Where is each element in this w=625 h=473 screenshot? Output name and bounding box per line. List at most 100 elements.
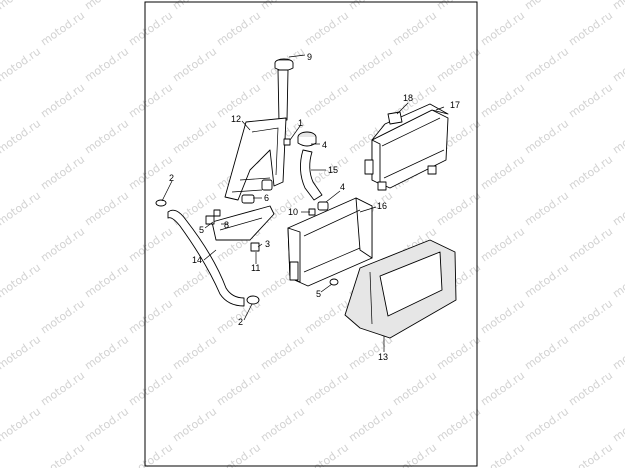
part-13-shroud [344,239,457,339]
callout-5-lower: 5 [316,289,321,299]
watermark-text: motod.ru [214,441,263,468]
watermark-text: motod.ru [214,9,263,49]
callout-18: 18 [403,93,413,103]
callout-4-lower: 4 [340,182,345,192]
watermark-text: motod.ru [610,45,625,85]
watermark-text: motod.ru [566,81,615,121]
watermark-text: motod.ru [478,153,527,193]
watermark-text: motod.ru [346,405,395,445]
watermark-text: motod.ru [610,405,625,445]
watermark-text: motod.ru [126,369,175,409]
callout-11: 11 [251,263,260,273]
watermark-text: motod.ru [82,45,131,85]
watermark-text: motod.ru [434,189,483,229]
watermark-text: motod.ru [302,81,351,121]
watermark-text: motod.ru [390,441,439,468]
watermark-text: motod.ru [566,297,615,337]
watermark-text: motod.ru [346,45,395,85]
part-11-fitting [250,242,260,252]
watermark-text: motod.ru [566,441,615,468]
leader-lines [161,54,445,352]
callout-9: 9 [307,52,312,62]
watermark-text: motod.ru [170,45,219,85]
watermark-text: motod.ru [0,0,43,12]
part-17-upper-radiator [364,103,449,191]
watermark-text: motod.ru [610,333,625,373]
watermark-text: motod.ru [0,405,43,445]
callout-3: 3 [265,239,270,249]
watermark-text: motod.ru [522,0,571,12]
callout-16: 16 [377,201,387,211]
callout-6: 6 [264,193,269,203]
watermark-text: motod.ru [610,189,625,229]
watermark-text: motod.ru [478,297,527,337]
watermark-text: motod.ru [478,369,527,409]
watermark-text: motod.ru [522,45,571,85]
watermark-text: motod.ru [126,441,175,468]
watermark-text: motod.ru [82,0,131,12]
watermark-text: motod.ru [126,153,175,193]
watermark-text: motod.ru [38,441,87,468]
watermark-text: motod.ru [82,117,131,157]
part-5-bolt-lower [329,278,339,286]
watermark-text: motod.ru [522,117,571,157]
watermark-text: motod.ru [0,189,43,229]
watermark-text: motod.ru [522,333,571,373]
callout-17: 17 [450,100,460,110]
callout-8: 8 [224,220,229,230]
watermark-text: motod.ru [566,225,615,265]
watermark-text: motod.ru [522,261,571,301]
watermark-text: motod.ru [610,117,625,157]
watermark-text: motod.ru [38,369,87,409]
watermark-text: motod.ru [0,333,43,373]
watermark-text: motod.ru [302,297,351,337]
watermark-text: motod.ru [214,369,263,409]
watermark-text: motod.ru [126,9,175,49]
watermark-text: motod.ru [258,405,307,445]
part-2-clamp-bottom [246,295,260,305]
watermark-text: motod.ru [390,369,439,409]
part-6-clamp [241,179,273,204]
watermark-text: motod.ru [38,225,87,265]
part-4-cap-lower [317,201,329,211]
watermark-text: motod.ru [82,261,131,301]
watermark-text: motod.ru [82,405,131,445]
part-1-bolt [283,138,291,146]
callout-2-top: 2 [169,173,174,183]
watermark-text: motod.ru [170,333,219,373]
watermark-text: motod.ru [434,405,483,445]
watermark-text: motod.ru [302,369,351,409]
watermark-text: motod.ru [0,261,43,301]
watermark-text: motod.ru [478,81,527,121]
watermark-text: motod.ru [170,117,219,157]
watermark-text: motod.ru [522,189,571,229]
watermark-text: motod.ru [38,153,87,193]
watermark-text: motod.ru [170,405,219,445]
watermark-text: motod.ru [390,9,439,49]
watermark-text: motod.ru [82,333,131,373]
callout-1: 1 [298,118,303,128]
callout-10: 10 [288,207,298,217]
watermark-text: motod.ru [38,297,87,337]
watermark-text: motod.ru [478,441,527,468]
watermark-text: motod.ru [126,297,175,337]
part-15-hose [300,149,323,201]
callout-13: 13 [378,352,388,362]
part-2-clamp-top [155,199,167,207]
watermark-text: motod.ru [566,369,615,409]
watermark-text: motod.ru [82,189,131,229]
watermark-text: motod.ru [126,225,175,265]
watermark-text: motod.ru [610,261,625,301]
callout-2-bottom: 2 [238,317,243,327]
callout-5-left: 5 [199,225,204,235]
watermark-text: motod.ru [258,333,307,373]
watermark-text: motod.ru [434,45,483,85]
watermark-text: motod.ru [478,225,527,265]
watermark-text: motod.ru [610,0,625,12]
part-9-filler-cap [274,58,294,71]
watermark-text: motod.ru [566,153,615,193]
watermark-text: motod.ru [302,9,351,49]
watermark-text: motod.ru [522,405,571,445]
